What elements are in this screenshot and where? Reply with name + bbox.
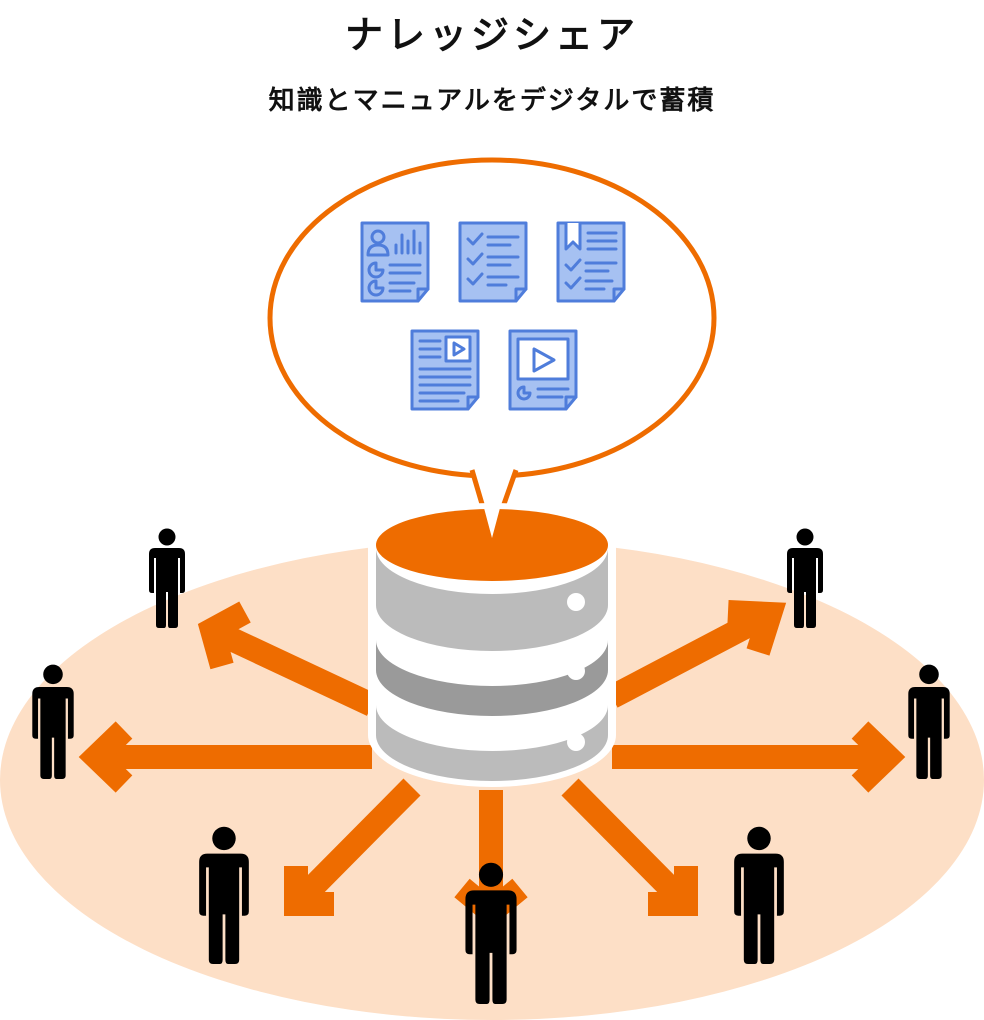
arrow-upper-right: [606, 600, 787, 708]
video-article-doc-icon: [410, 329, 480, 411]
arrow-lower-left: [284, 778, 421, 916]
arrow-upper-left: [197, 601, 378, 716]
database-icon: [368, 503, 616, 787]
arrows: [78, 600, 906, 928]
arrow-lower-right: [561, 778, 698, 916]
bookmark-checklist-doc-icon: [556, 221, 626, 303]
db-light-middle: [567, 662, 585, 680]
db-light-bottom: [567, 733, 585, 751]
speech-bubble: [267, 157, 717, 541]
arrow-left: [78, 721, 372, 793]
diagram-title: ナレッジシェア: [344, 13, 639, 57]
profile-report-doc-icon: [360, 221, 430, 303]
diagram-subtitle: 知識とマニュアルをデジタルで蓄積: [268, 86, 716, 116]
arrow-right: [612, 721, 906, 793]
document-icons: [360, 221, 626, 411]
video-doc-icon: [508, 329, 578, 411]
checklist-doc-icon: [458, 221, 528, 303]
db-light-top: [567, 593, 585, 611]
